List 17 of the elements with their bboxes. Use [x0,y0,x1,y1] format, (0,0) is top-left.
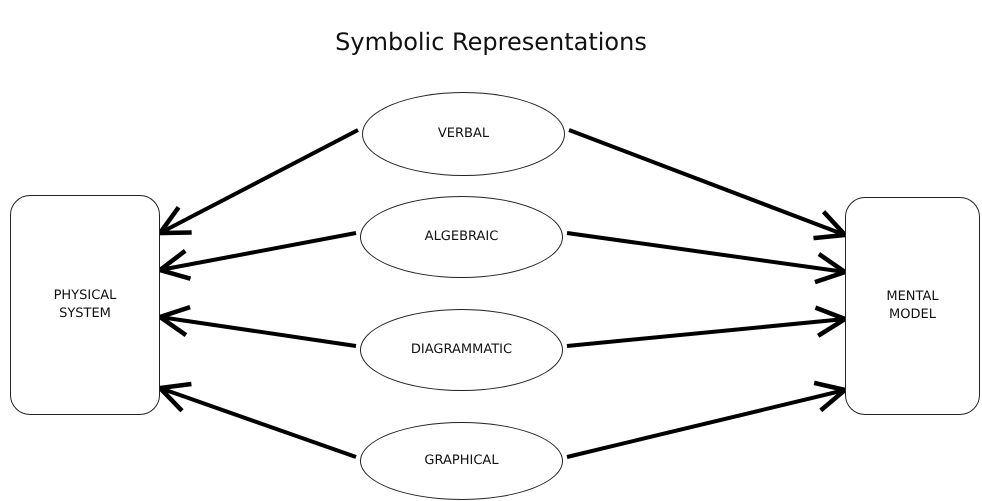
arrow [568,128,848,240]
node-label: MENTAL MODEL [885,288,940,324]
node-label: ALGEBRAIC [424,228,498,246]
arrow [566,380,848,459]
arrow [158,128,359,236]
arrow [566,305,848,348]
node-label: VERBAL [438,124,490,143]
arrow [158,382,357,459]
rounded-box [845,197,980,415]
node-label: PHYSICAL SYSTEM [52,286,118,323]
arrow [566,231,848,284]
arrow [158,304,356,348]
node-label: GRAPHICAL [424,452,499,470]
rounded-box [10,195,160,415]
arrow [158,231,356,281]
node-label: DIAGRAMMATIC [410,340,512,359]
diagram-title: Symbolic Representations [335,28,647,56]
